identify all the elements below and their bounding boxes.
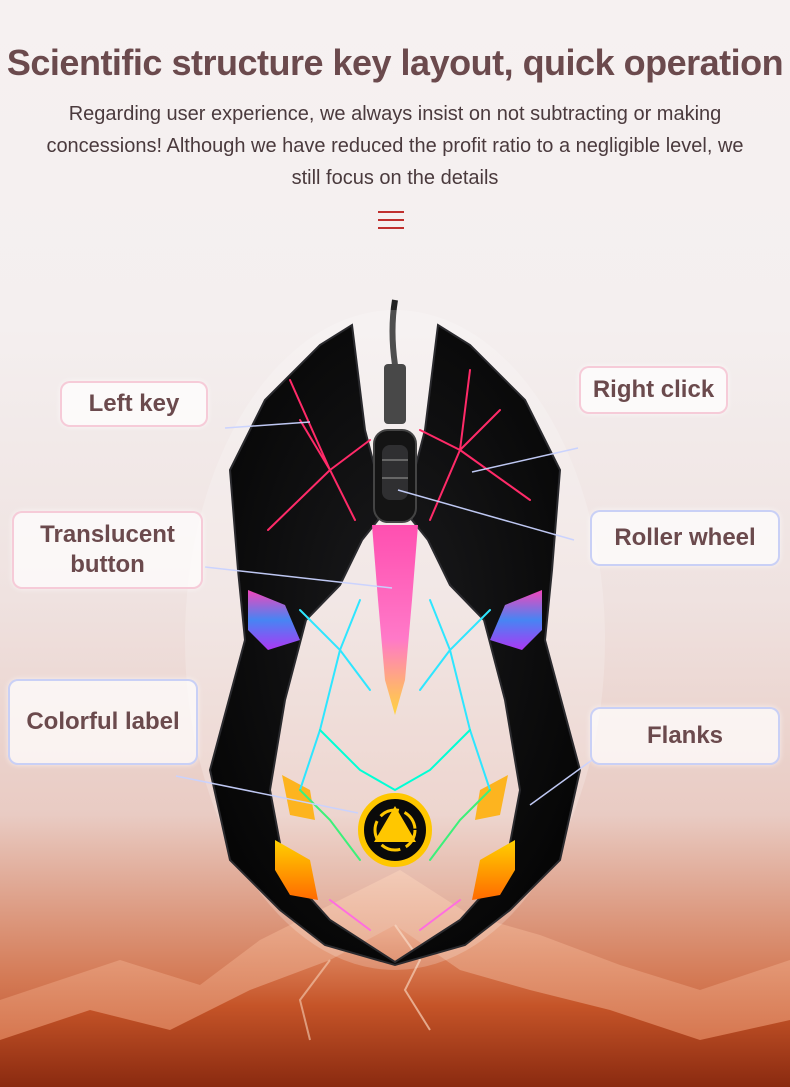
label-colorful-label: Colorful label — [8, 679, 198, 765]
label-flanks: Flanks — [590, 707, 780, 765]
page-description: Regarding user experience, we always ins… — [46, 103, 744, 189]
menu-icon — [378, 211, 404, 231]
label-right-click: Right click — [579, 366, 728, 414]
label-roller-wheel: Roller wheel — [590, 510, 780, 566]
page-title: Scientific structure key layout, quick o… — [6, 42, 784, 83]
label-left-key: Left key — [60, 381, 208, 427]
label-translucent-button: Translucent button — [12, 511, 203, 589]
